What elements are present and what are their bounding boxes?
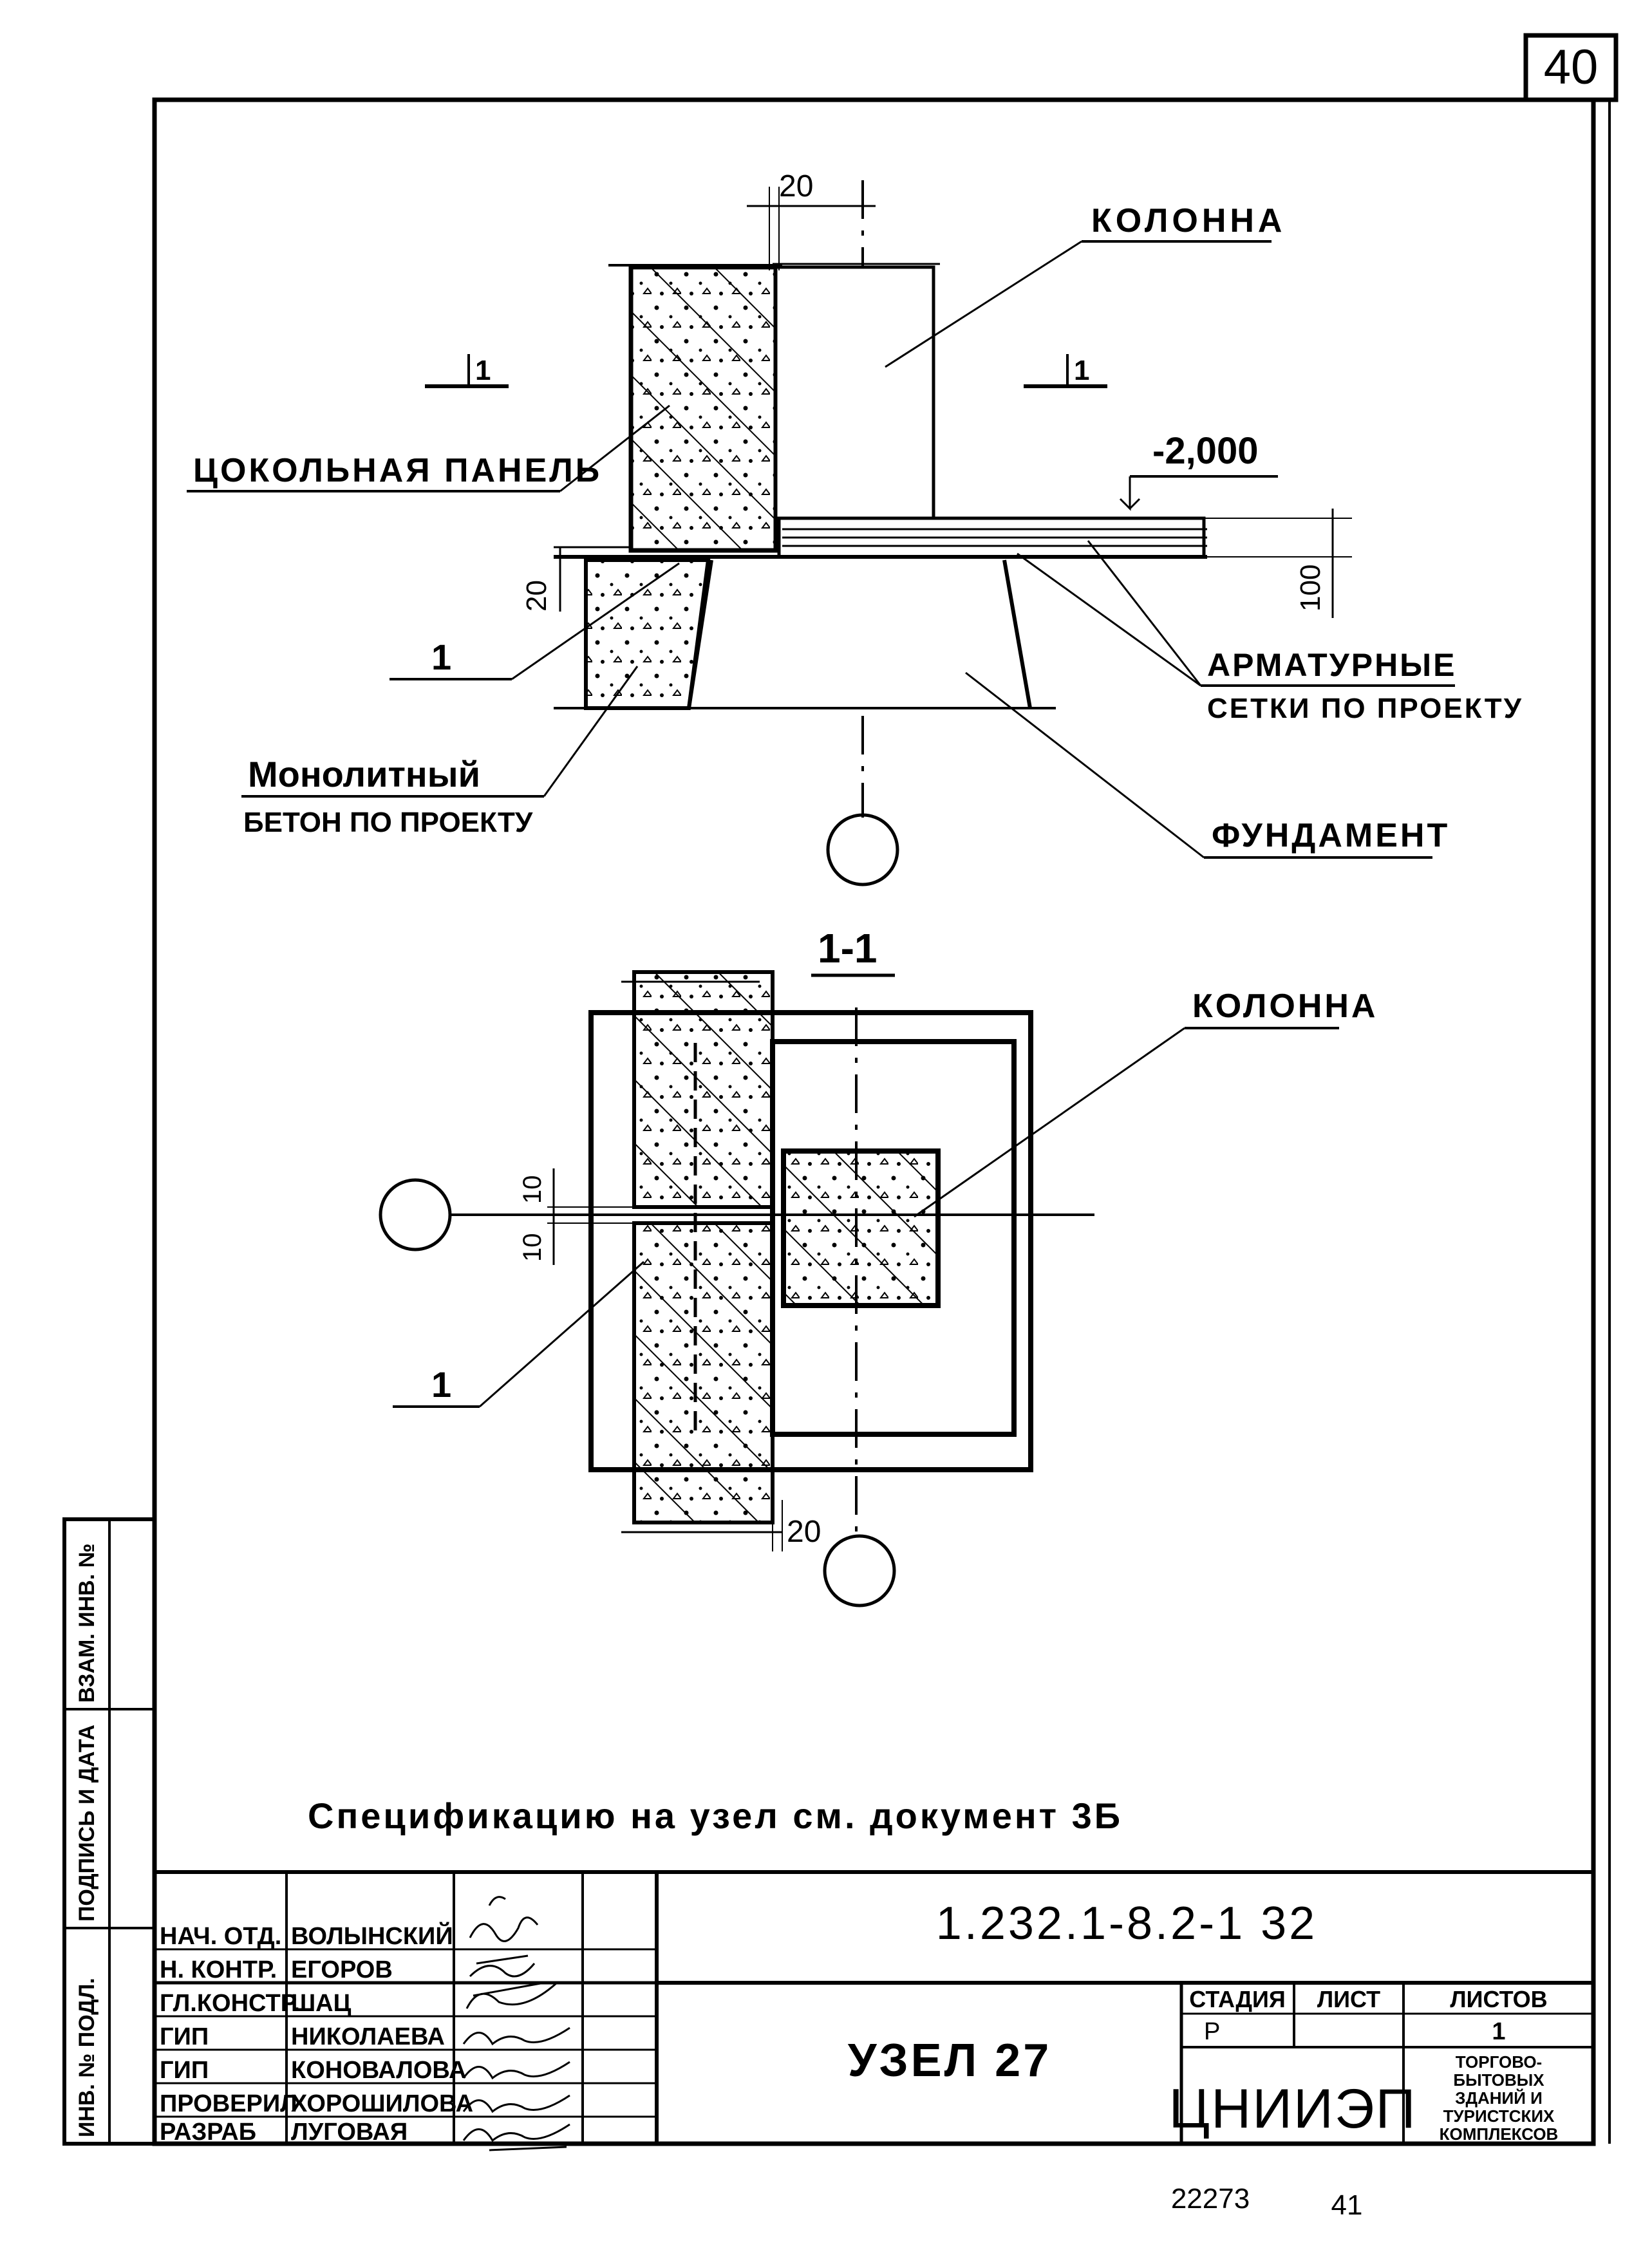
axis-bubble-bottom [823, 1534, 896, 1607]
footing-outline [588, 1010, 1033, 1472]
organization-desc-line: ТОРГОВО- [1456, 2052, 1542, 2072]
role-name: КОНОВАЛОВА [291, 2057, 466, 2084]
role-label: ГИП [160, 2057, 209, 2084]
svg-text:1: 1 [475, 355, 491, 386]
label-rebar-1: АРМАТУРНЫЕ [1207, 647, 1456, 683]
role-name: ШАЦ [291, 1990, 352, 2017]
organization-desc-line: КОМПЛЕКСОВ [1440, 2124, 1559, 2144]
section-title: 1-1 [818, 925, 878, 971]
dim-left: 20 [521, 580, 552, 612]
elevation-view: 20 20 100 -2,000 1 1 КОЛОННА ЦОКОЛЬНАЯ [187, 169, 1523, 886]
specification-note: Спецификацию на узел см. документ 3Б [308, 1795, 1123, 1836]
label-foundation: ФУНДАМЕНТ [1212, 817, 1450, 854]
column-elevation [774, 265, 935, 520]
role-name: ХОРОШИЛОВА [291, 2090, 473, 2117]
role-rows: НАЧ. ОТД. ВОЛЫНСКИЙ Н. КОНТР. ЕГОРОВ ГЛ.… [160, 1921, 473, 2146]
side-stamp-inv: ИНВ. № ПОДЛ. [75, 1978, 99, 2137]
sheets-header: ЛИСТОВ [1450, 1986, 1547, 2012]
sheet-number-box: 40 [1523, 33, 1619, 102]
sheet-title: УЗЕЛ 27 [848, 2035, 1052, 2086]
label-callout-elevation: 1 [431, 637, 451, 677]
dim-bottom: 20 [787, 1515, 821, 1549]
role-label: НАЧ. ОТД. [160, 1923, 281, 1950]
stage-header: СТАДИЯ [1189, 1986, 1286, 2012]
role-name: ЛУГОВАЯ [291, 2119, 408, 2146]
side-stamp-signature: ПОДПИСЬ И ДАТА [75, 1725, 99, 1922]
organization: ЦНИИЭП [1169, 2078, 1417, 2140]
svg-text:1: 1 [1074, 355, 1089, 386]
foundation [692, 560, 1030, 708]
level-mark: -2,000 [1152, 430, 1258, 472]
role-name: ЕГОРОВ [291, 1956, 393, 1983]
dim-gap-bottom: 10 [518, 1233, 547, 1262]
label-callout-section: 1 [431, 1364, 451, 1405]
role-label: ГЛ.КОНСТР. [160, 1990, 300, 2017]
role-label: Н. КОНТР. [160, 1956, 277, 1983]
role-label: ГИП [160, 2023, 209, 2050]
title-block: НАЧ. ОТД. ВОЛЫНСКИЙ Н. КОНТР. ЕГОРОВ ГЛ.… [155, 1870, 1593, 2151]
role-name: ВОЛЫНСКИЙ [291, 1921, 453, 1950]
signatures [462, 1896, 570, 2151]
role-name: НИКОЛАЕВА [291, 2023, 445, 2050]
stage-value: Р [1204, 2018, 1220, 2045]
label-column-section: КОЛОННА [1192, 988, 1378, 1025]
monolithic-concrete [584, 558, 711, 710]
axis-bubble [826, 813, 899, 886]
role-label: РАЗРАБ [160, 2119, 256, 2146]
sheet-header: ЛИСТ [1317, 1986, 1380, 2012]
label-monolith-1: Монолитный [248, 754, 480, 794]
organization-desc-line: ЗДАНИЙ И [1455, 2088, 1543, 2108]
role-label: ПРОВЕРИЛ [160, 2090, 297, 2117]
page-number: 41 [1331, 2189, 1363, 2221]
label-column: КОЛОННА [1091, 202, 1286, 239]
section-mark-left: 1 [425, 354, 509, 388]
archive-number: 22273 [1171, 2183, 1250, 2215]
dim-right: 100 [1295, 565, 1326, 612]
section-mark-right: 1 [1024, 354, 1107, 388]
side-stamp: ИНВ. № ПОДЛ. ПОДПИСЬ И ДАТА ВЗАМ. ИНВ. № [62, 1517, 156, 2146]
sheet-number: 40 [1544, 40, 1599, 95]
sheets-value: 1 [1492, 2018, 1505, 2045]
side-stamp-replace: ВЗАМ. ИНВ. № [75, 1543, 99, 1703]
dim-gap-top: 10 [518, 1176, 547, 1204]
organization-desc-line: ТУРИСТСКИХ [1443, 2106, 1555, 2126]
label-plinth-panel: ЦОКОЛЬНАЯ ПАНЕЛЬ [193, 452, 602, 489]
label-rebar-2: СЕТКИ ПО ПРОЕКТУ [1207, 693, 1523, 724]
organization-desc-line: БЫТОВЫХ [1453, 2070, 1544, 2090]
label-monolith-2: БЕТОН ПО ПРОЕКТУ [243, 807, 533, 838]
dim-top: 20 [779, 169, 813, 203]
drawing-frame [152, 97, 1596, 2146]
section-view: 1-1 10 10 20 КОЛОННА [379, 925, 1378, 1607]
axis-bubble-left [379, 1178, 452, 1251]
document-code: 1.232.1-8.2-1 32 [936, 1898, 1317, 1949]
